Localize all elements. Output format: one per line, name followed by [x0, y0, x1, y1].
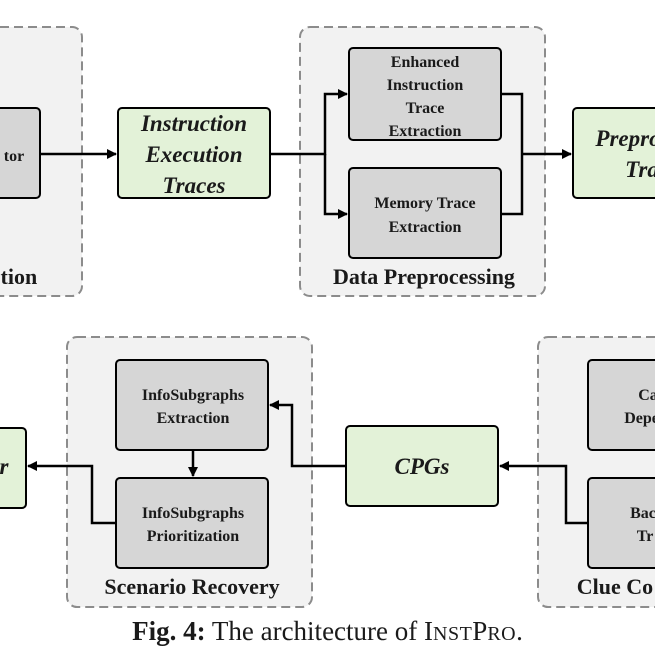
bac-tr-line-1: Bac — [630, 505, 655, 522]
ca-depen-box — [587, 359, 655, 451]
memory-line-2: Extraction — [389, 219, 462, 236]
group-label-clue-right: Clue Co — [577, 574, 653, 599]
left-green-box — [0, 427, 27, 509]
caption-label: Fig. 4: — [132, 616, 206, 646]
memory-trace-extraction-box — [348, 167, 502, 259]
enhanced-line-2: Instruction — [387, 77, 464, 94]
group-label-scenario-recovery: Scenario Recovery — [104, 574, 279, 599]
caption-pro-initial: P — [472, 616, 488, 646]
enhanced-line-3: Trace — [406, 100, 445, 117]
extraction-line-2: Extraction — [157, 410, 230, 427]
caption-inst-initial: I — [424, 616, 433, 646]
group-label-data-preprocessing: Data Preprocessing — [333, 264, 515, 289]
preprocessed-traces-box — [572, 107, 655, 199]
caption-text: The architecture of — [211, 616, 424, 646]
arrow-traces-to-memory — [323, 154, 348, 219]
traces-line-1: Instruction — [140, 111, 247, 136]
caption-inst-rest: NST — [433, 623, 473, 645]
infosubgraphs-prioritization-box — [115, 477, 269, 569]
bac-tr-box — [587, 477, 655, 569]
ca-depen-line-2: Depen — [624, 410, 655, 427]
traces-line-2: Execution — [144, 142, 242, 167]
prioritization-line-1: InfoSubgraphs — [142, 505, 244, 522]
cpgs-label: CPGs — [395, 454, 450, 479]
arrow-cpgs-to-extraction — [269, 400, 346, 468]
caption-period: . — [516, 616, 523, 646]
arrow-traces-to-enhanced — [270, 89, 348, 156]
prepro-line-2: Tra — [625, 157, 655, 182]
group-label-top-left: ction — [0, 264, 37, 289]
arrow-prioritization-to-left — [27, 461, 116, 525]
tor-label: tor — [4, 148, 24, 165]
arrow-bac-to-cpgs — [499, 461, 588, 525]
caption-pro-rest: RO — [487, 623, 517, 645]
memory-line-1: Memory Trace — [374, 195, 475, 212]
traces-line-3: Traces — [162, 173, 225, 198]
figure-caption: Fig. 4: The architecture of INSTPRO. — [0, 616, 655, 647]
enhanced-line-1: Enhanced — [391, 54, 460, 71]
extraction-line-1: InfoSubgraphs — [142, 387, 244, 404]
bac-tr-line-2: Tr — [637, 528, 654, 545]
architecture-diagram: tor Enhanced Instruction Trace Extractio… — [0, 26, 655, 608]
infosubgraphs-extraction-box — [115, 359, 269, 451]
enhanced-line-4: Extraction — [389, 123, 462, 140]
ca-depen-line-1: Ca — [638, 387, 655, 404]
prepro-line-1: Prepro — [594, 126, 655, 151]
prioritization-line-2: Prioritization — [147, 528, 240, 545]
left-green-label: r — [0, 454, 10, 479]
